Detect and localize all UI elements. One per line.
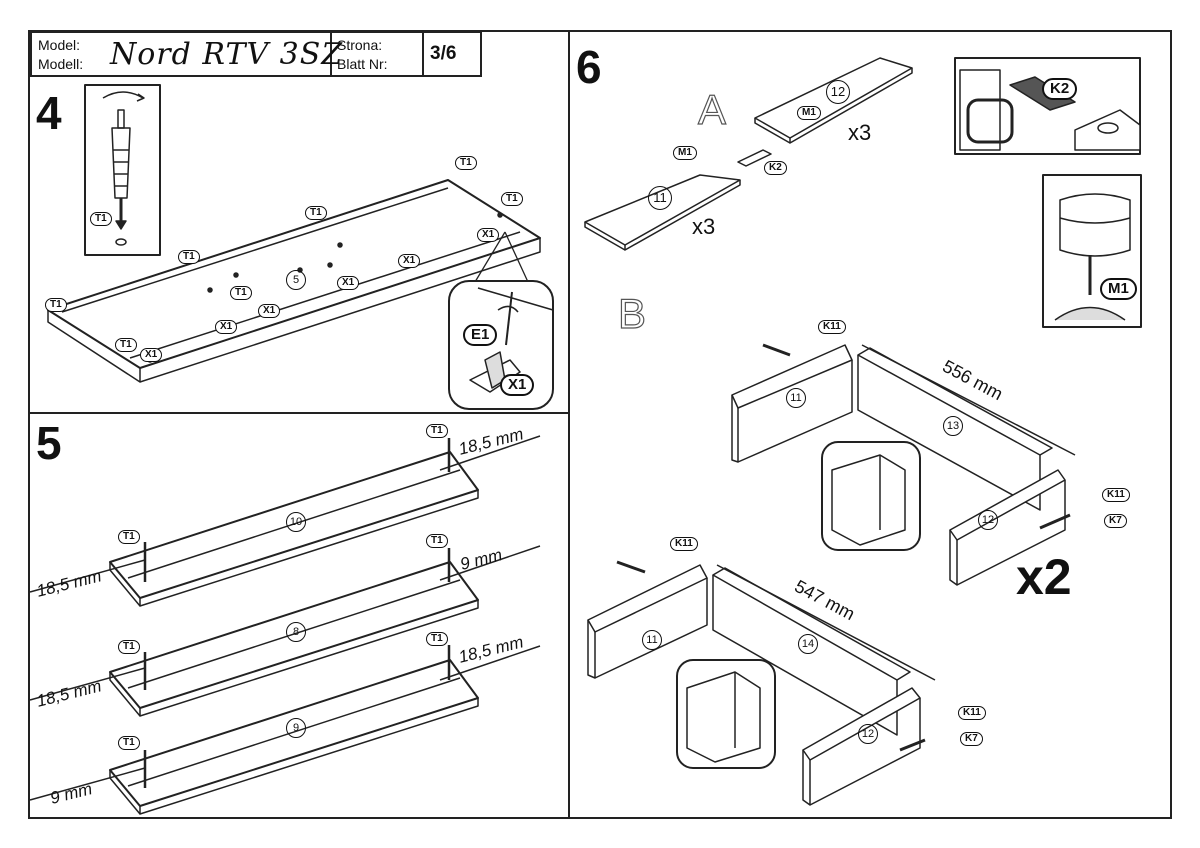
t1-tag-3: T1 (178, 250, 200, 264)
k2-inset-tag: K2 (1042, 78, 1078, 100)
t1-tag-1: T1 (45, 298, 67, 312)
qty-12: x3 (848, 120, 872, 145)
k11-tag-1: K11 (818, 320, 846, 334)
sub-step-b: B (617, 289, 647, 337)
sub-step-a: A (697, 85, 727, 133)
part-12-a: 12 (826, 80, 850, 104)
page-label-cell (332, 33, 424, 75)
x1-tag-6: X1 (477, 228, 500, 242)
k7-tag-1: K7 (1104, 514, 1127, 528)
step-divider-vertical (568, 30, 570, 819)
t1-tag-7: T1 (501, 192, 523, 206)
part-14-b-bottom: 14 (798, 634, 818, 654)
m1-tag-a1: M1 (673, 146, 697, 160)
t1-tag-s5-5: T1 (118, 736, 140, 750)
t1-tag-s5-2: T1 (426, 424, 448, 438)
part-12-b-bottom: 12 (858, 724, 878, 744)
part-13-b-top: 13 (943, 416, 963, 436)
step5-panels (29, 435, 541, 815)
multiplier-x2: x2 (1016, 549, 1072, 605)
t1-tag-s5-1: T1 (118, 530, 140, 544)
step4-panel-number: 5 (286, 270, 306, 290)
t1-tag-6: T1 (455, 156, 477, 170)
inset-t1-tag: T1 (90, 212, 112, 226)
step-4-number: 4 (36, 87, 62, 139)
zoom-e1-tag: E1 (463, 324, 498, 346)
zoom-x1-tag: X1 (500, 374, 535, 396)
qty-11: x3 (692, 214, 716, 239)
modell-label: Modell: (38, 56, 84, 72)
step6b-frame-top (731, 344, 1076, 586)
panel-9-number: 9 (286, 718, 306, 738)
k11-tag-4: K11 (958, 706, 986, 720)
t1-tag-s5-6: T1 (426, 632, 448, 646)
part-11-b-top: 11 (786, 388, 806, 408)
step-5-number: 5 (36, 417, 62, 469)
m1-tag-a2: M1 (797, 106, 821, 120)
title-block: Model: Modell: Nord RTV 3SZ Strona: Blat… (30, 31, 482, 77)
step6a-boards (584, 57, 913, 251)
step6b-arrows (616, 343, 1071, 752)
step6b-frame-bottom (587, 564, 936, 806)
t1-tag-s5-3: T1 (118, 640, 140, 654)
panel-10-number: 10 (286, 512, 306, 532)
model-name: Nord RTV 3SZ (110, 37, 344, 72)
part-11-a: 11 (648, 186, 672, 210)
blatt-label: Blatt Nr: (337, 56, 388, 72)
step-6-number: 6 (576, 41, 602, 93)
x1-tag-3: X1 (258, 304, 281, 318)
t1-tag-4: T1 (230, 286, 252, 300)
panel-8-number: 8 (286, 622, 306, 642)
part-12-b-top: 12 (978, 510, 998, 530)
step-divider-horizontal (28, 412, 570, 414)
t1-tag-s5-4: T1 (426, 534, 448, 548)
t1-tag-2: T1 (115, 338, 137, 352)
x1-tag-4: X1 (337, 276, 360, 290)
k7-tag-2: K7 (960, 732, 983, 746)
x1-tag-2: X1 (215, 320, 238, 334)
model-label: Model: (38, 37, 81, 53)
k11-tag-2: K11 (1102, 488, 1130, 502)
m1-inset-tag: M1 (1100, 278, 1137, 300)
page-frame (28, 30, 1172, 819)
k2-tag-a: K2 (764, 161, 787, 175)
page-label: Strona: (337, 37, 383, 53)
model-cell (32, 33, 332, 75)
x1-tag-5: X1 (398, 254, 421, 268)
page-number: 3/6 (430, 43, 457, 64)
t1-tag-5: T1 (305, 206, 327, 220)
step4-inset-illustration (84, 84, 161, 256)
step6-insets (954, 57, 1142, 328)
k11-tag-3: K11 (670, 537, 698, 551)
part-11-b-bottom: 11 (642, 630, 662, 650)
x1-tag-1: X1 (140, 348, 163, 362)
